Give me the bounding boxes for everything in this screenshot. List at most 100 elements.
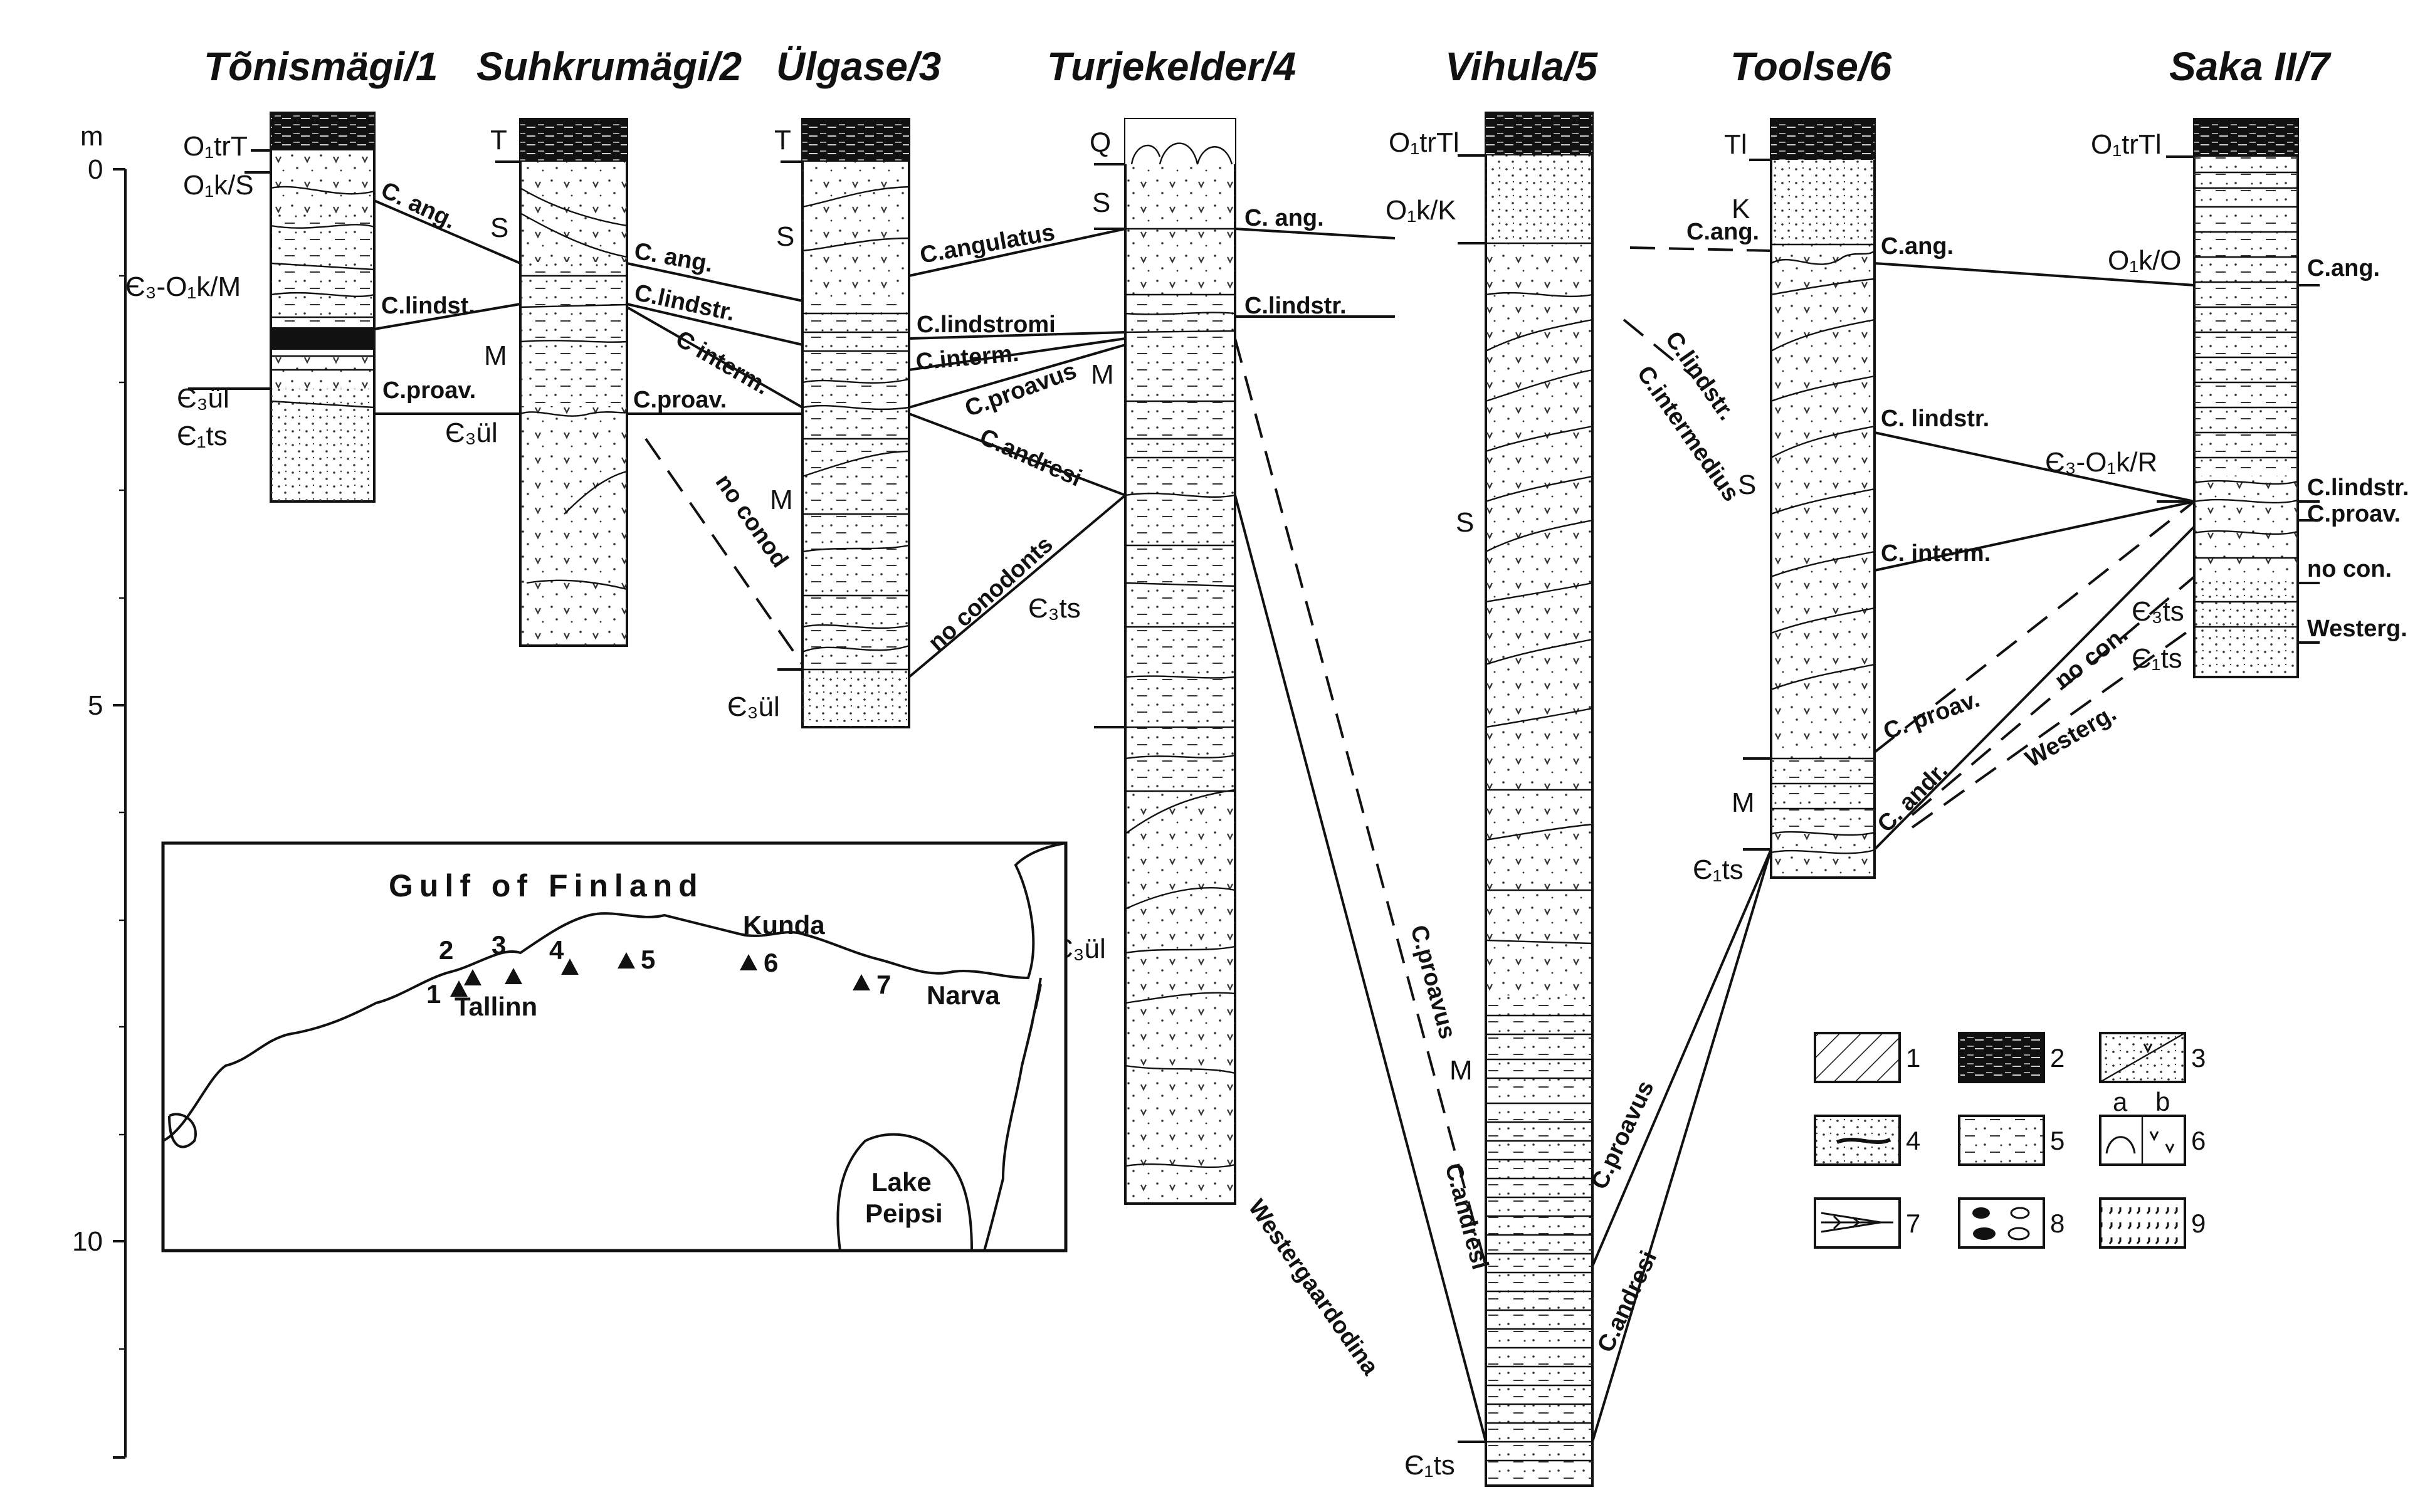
site-markers — [450, 952, 870, 997]
gulf-label: Gulf of Finland — [389, 868, 704, 903]
s1-unit-trT: O₁trT — [183, 131, 248, 162]
section-title-4: Turjekelder/4 — [1047, 44, 1296, 89]
scale-tick-0: 0 — [88, 154, 103, 185]
s1-unit-ts: Є₁ts — [177, 421, 228, 451]
s6-unit-ts: Є₁ts — [1693, 854, 1744, 885]
zone-label: C. ang. — [377, 177, 460, 234]
legend-number-2: 2 — [2050, 1043, 2064, 1073]
site-number-1: 1 — [426, 979, 441, 1009]
zone-label: C. proav. — [1880, 686, 1984, 745]
s5-unit-S: S — [1456, 507, 1474, 538]
s4-unit-Q: Q — [1090, 127, 1111, 158]
correlation-lines — [374, 199, 2320, 1442]
column-2 — [519, 118, 628, 647]
zone-label: C.lindstr. — [1244, 293, 1347, 319]
zone-label: C. ang. — [632, 238, 715, 278]
zone-label: Westergaardodina — [1243, 1195, 1384, 1380]
s3-unit-T: T — [774, 125, 791, 155]
legend — [1814, 1032, 2186, 1249]
location-map — [161, 841, 1068, 1252]
zone-label: Westerg. — [2307, 616, 2407, 642]
s5-unit-ts: Є₁ts — [1404, 1450, 1455, 1481]
zone-label: C.proavus — [1405, 922, 1461, 1041]
s5-unit-trTl: O₁trTl — [1389, 127, 1460, 158]
legend-number-5: 5 — [2050, 1126, 2064, 1155]
legend-number-1: 1 — [1906, 1043, 1920, 1073]
scale-unit: m — [80, 121, 103, 152]
legend-number-9: 9 — [2191, 1209, 2206, 1238]
s1-unit-ul: Є₃ül — [177, 383, 229, 414]
legend-sub-a: a — [2113, 1087, 2128, 1116]
zone-label: C.angulatus — [918, 219, 1056, 269]
s2-unit-M: M — [484, 340, 507, 371]
s4-unit-ts: Є₃ts — [1028, 593, 1081, 624]
legend-number-6: 6 — [2191, 1126, 2206, 1155]
s7-unit-kO: O₁k/O — [2108, 245, 2182, 276]
s7-unit-trTl: O₁trTl — [2091, 129, 2162, 160]
s6-unit-S: S — [1738, 470, 1756, 500]
column-4 — [1124, 118, 1236, 1205]
legend-sub-b: b — [2155, 1087, 2170, 1116]
zone-label: C.proav. — [633, 387, 727, 413]
site-number-4: 4 — [549, 935, 564, 965]
zone-label: C.proav. — [382, 377, 476, 404]
site-number-5: 5 — [641, 945, 655, 974]
s6-unit-K: K — [1732, 194, 1750, 224]
zone-label: C. interm. — [1881, 540, 1991, 567]
zone-label: C.interm. — [915, 340, 1020, 375]
s4-unit-S: S — [1092, 187, 1110, 218]
s3-unit-S: S — [776, 221, 794, 252]
section-title-5: Vihula/5 — [1445, 44, 1598, 89]
zone-label: C.proav. — [2307, 501, 2401, 527]
column-6 — [1770, 118, 1876, 879]
s5-unit-kK: O₁k/K — [1386, 195, 1456, 226]
s1-unit-kM: Є₃-O₁k/M — [125, 271, 241, 302]
s7-unit-ts1: Є₁ts — [2132, 643, 2182, 674]
site-number-6: 6 — [764, 948, 778, 977]
section-title-7: Saka II/7 — [2169, 44, 2332, 89]
section-title-2: Suhkrumägi/2 — [476, 44, 742, 89]
column-7 — [2193, 118, 2299, 678]
zone-label: no con. — [2307, 556, 2392, 582]
zone-label: C. lindstr. — [1881, 406, 1989, 432]
s6-unit-Tl: Tl — [1724, 129, 1747, 160]
city-kunda: Kunda — [743, 910, 825, 940]
s6-unit-M: M — [1732, 787, 1755, 818]
legend-number-4: 4 — [1906, 1126, 1920, 1155]
zone-label: C.andresi — [976, 424, 1085, 492]
depth-scale — [113, 168, 127, 1459]
s3-unit-M: M — [770, 485, 793, 515]
site-number-2: 2 — [439, 935, 453, 965]
column-1 — [270, 112, 376, 503]
section-title-6: Toolse/6 — [1730, 44, 1892, 89]
scale-tick-10: 10 — [72, 1226, 103, 1257]
site-number-3: 3 — [492, 930, 506, 960]
s5-unit-M: M — [1449, 1055, 1473, 1086]
section-title-1: Tõnismägi/1 — [204, 44, 438, 89]
s2-unit-S: S — [490, 213, 508, 243]
zone-label: C.intermedius — [1632, 361, 1745, 507]
s1-unit-kS: O₁k/S — [183, 170, 254, 201]
legend-number-3: 3 — [2191, 1043, 2206, 1073]
zone-label: C. ang. — [1244, 205, 1324, 231]
legend-number-7: 7 — [1906, 1209, 1920, 1238]
city-tallinn: Tallinn — [455, 992, 537, 1021]
column-3 — [801, 118, 910, 728]
s3-unit-ul: Є₃ül — [727, 691, 780, 722]
city-narva: Narva — [927, 980, 1000, 1010]
section-title-3: Ülgase/3 — [776, 44, 941, 89]
lake-label-1: Lake — [871, 1167, 932, 1197]
zone-label: C.lindst. — [381, 293, 475, 319]
s2-unit-ul: Є₃ül — [445, 417, 498, 448]
legend-number-8: 8 — [2050, 1209, 2064, 1238]
s4-unit-M: M — [1091, 359, 1114, 390]
lake-label-2: Peipsi — [865, 1199, 943, 1228]
zone-label: C.andresi — [1592, 1247, 1662, 1357]
zone-label: C.ang. — [1686, 219, 1759, 245]
s2-unit-T: T — [490, 125, 507, 155]
zone-label: C.lindstromi — [917, 312, 1056, 338]
scale-tick-5: 5 — [88, 690, 103, 721]
zone-label: C.ang. — [2307, 255, 2380, 281]
zone-label: C.ang. — [1881, 233, 1954, 260]
zone-label: C.lindstr. — [2307, 475, 2409, 501]
